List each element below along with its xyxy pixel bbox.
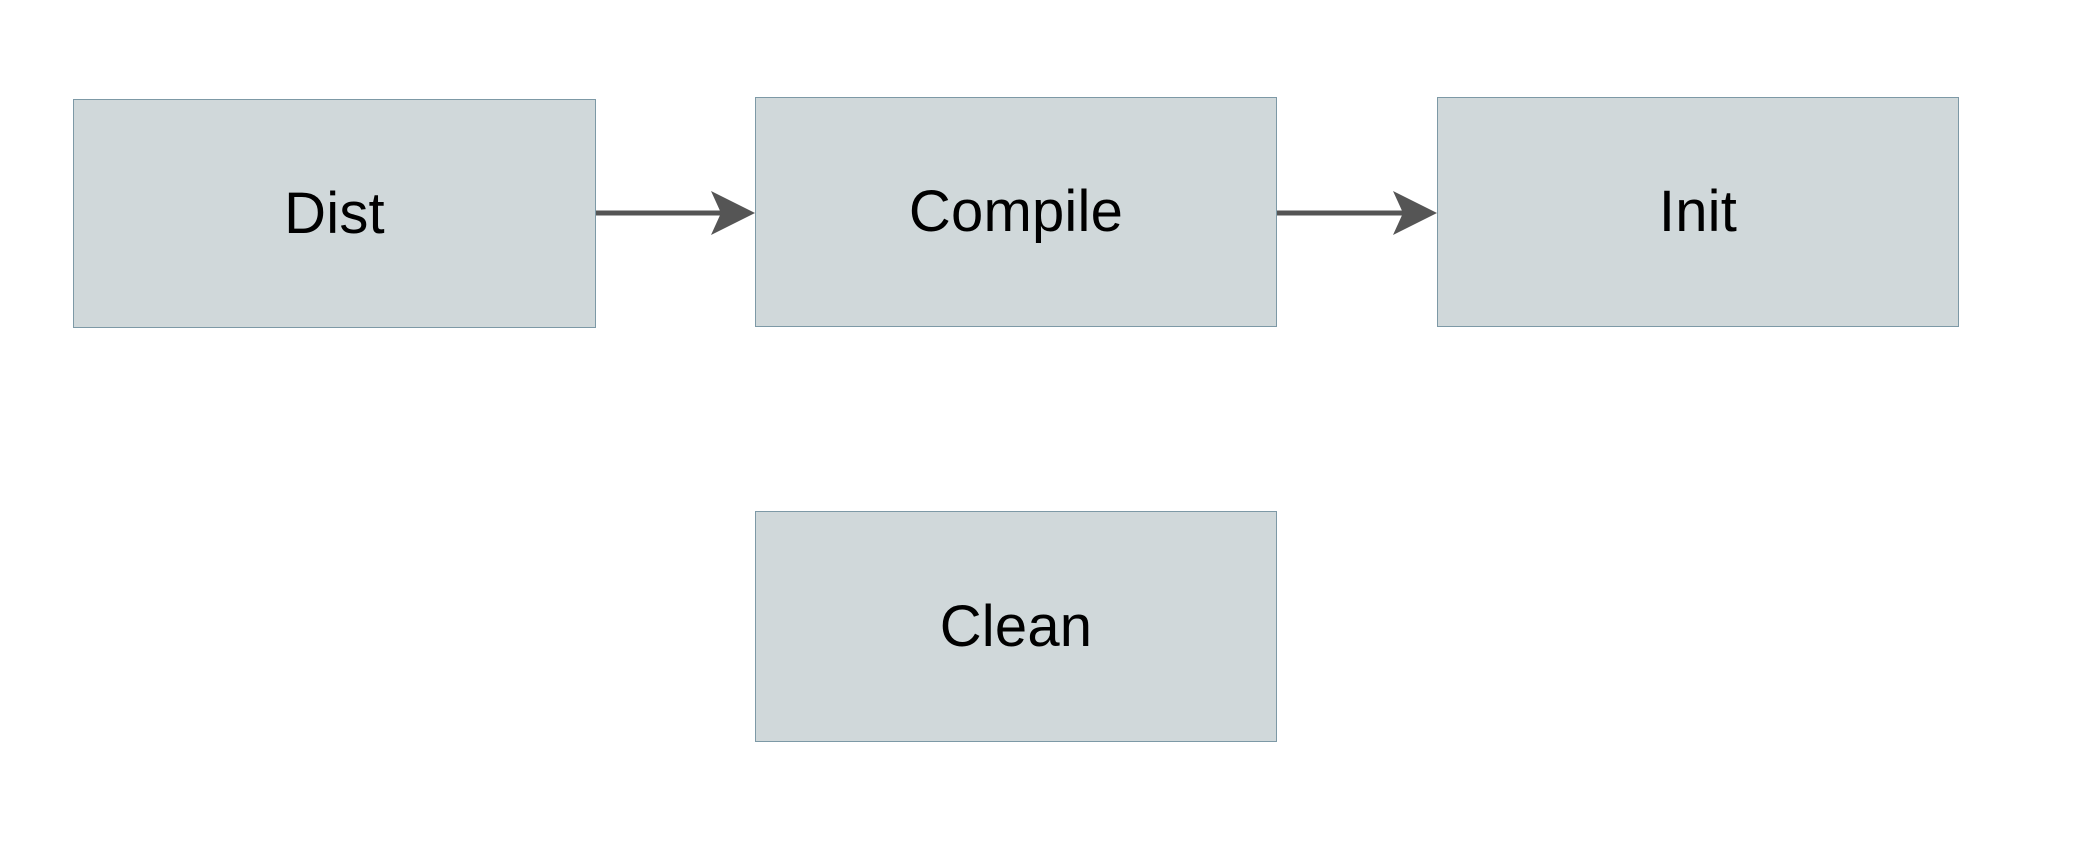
arrowhead-icon [711, 191, 755, 235]
node-label: Init [1658, 179, 1738, 244]
node-dist[interactable]: Dist [73, 99, 596, 328]
arrowhead-icon [1393, 191, 1437, 235]
edge-compile-to-init[interactable] [1277, 191, 1437, 235]
node-compile[interactable]: Compile [755, 97, 1277, 327]
edge-dist-to-compile[interactable] [596, 191, 755, 235]
node-clean[interactable]: Clean [755, 511, 1277, 742]
node-label: Compile [908, 179, 1124, 244]
node-label: Dist [284, 180, 385, 246]
node-init[interactable]: Init [1437, 97, 1959, 327]
node-label: Clean [939, 593, 1093, 659]
